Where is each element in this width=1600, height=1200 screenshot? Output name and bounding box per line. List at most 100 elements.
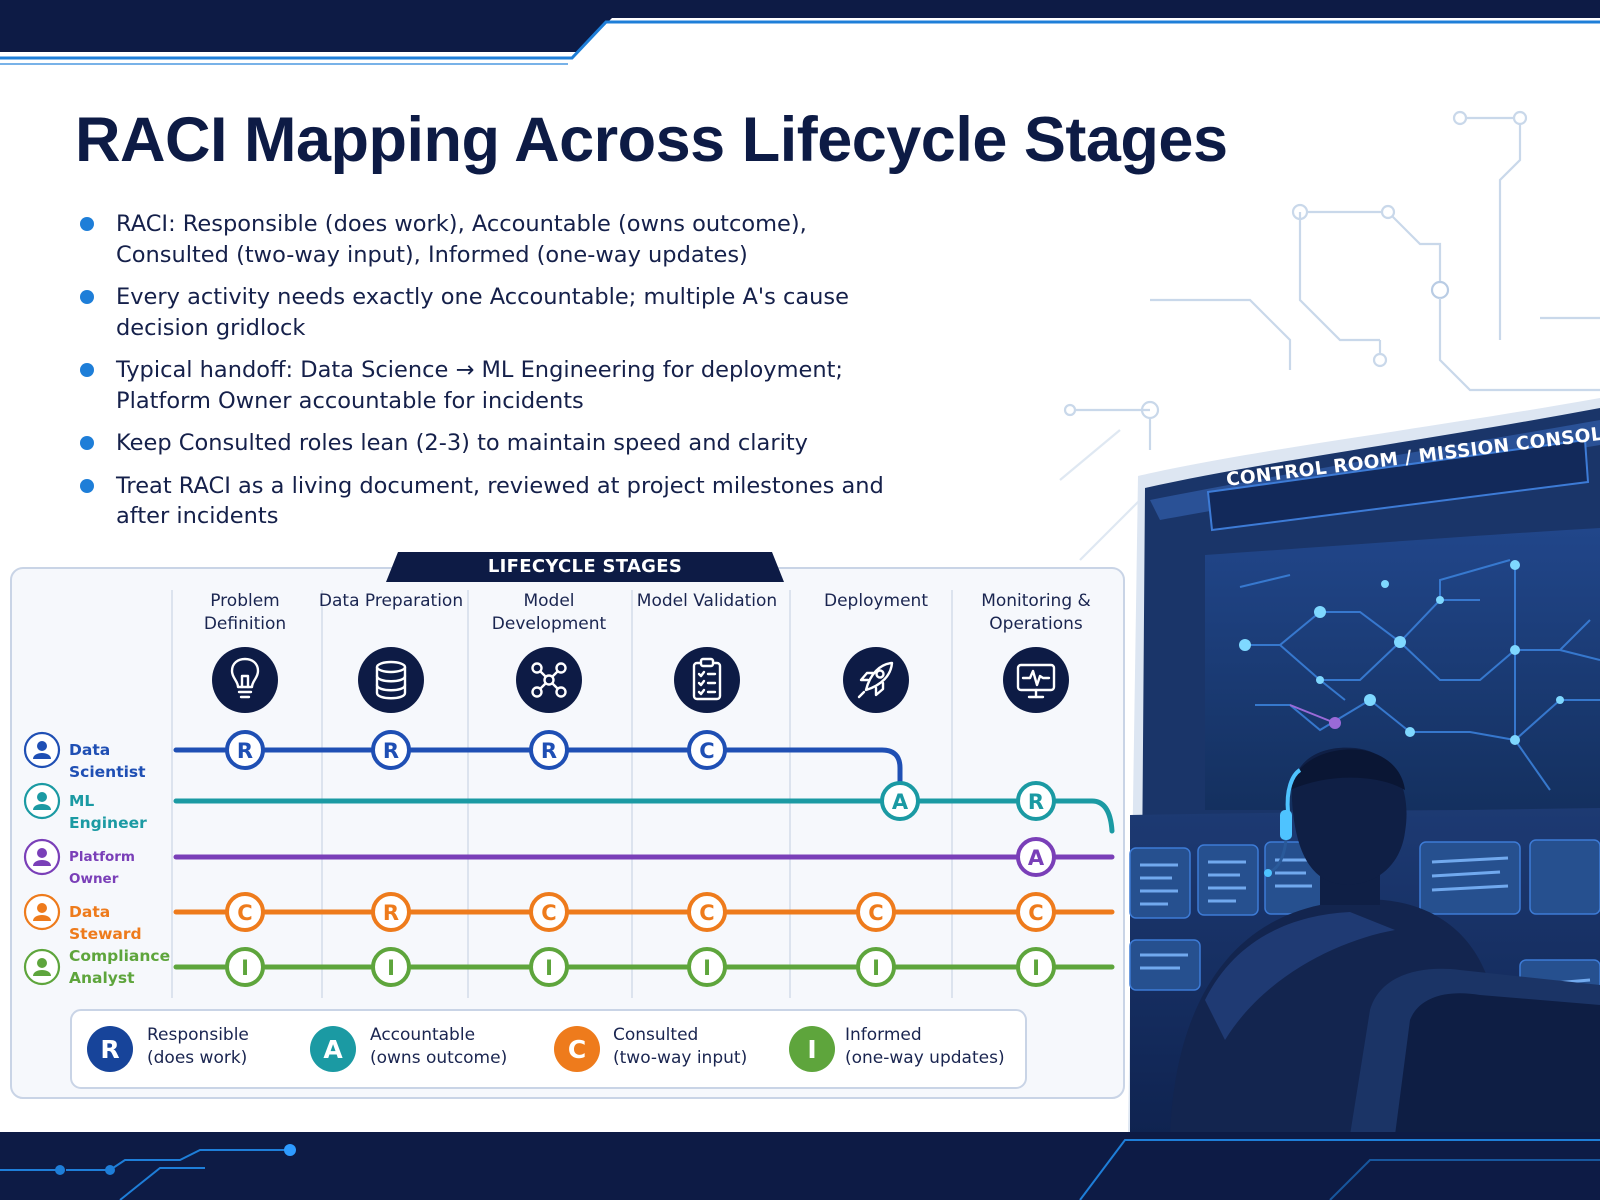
raci-marker-c: C [856, 892, 896, 932]
bullet-item: Typical handoff: Data Science → ML Engin… [78, 355, 908, 416]
svg-text:I: I [545, 956, 553, 980]
user-icon [23, 893, 61, 931]
raci-marker-i: I [529, 947, 569, 987]
network-nodes-icon [516, 647, 582, 713]
legend-description: (owns outcome) [370, 1048, 508, 1068]
role-label: Data Steward [69, 903, 142, 943]
raci-marker-i: I [1016, 947, 1056, 987]
legend-item: Consulted(two-way input) [613, 1024, 747, 1070]
stage-header-tab [386, 552, 784, 582]
rocket-icon [843, 647, 909, 713]
raci-marker-c: C [529, 892, 569, 932]
role-label: Data Scientist [69, 741, 146, 781]
bullet-text: Keep Consulted roles lean (2-3) to maint… [116, 430, 808, 456]
svg-text:A: A [323, 1035, 343, 1064]
user-icon [23, 838, 61, 876]
raci-marker-a: A [880, 781, 920, 821]
bullet-list: RACI: Responsible (does work), Accountab… [78, 209, 908, 544]
stage-label: Problem Definition [203, 591, 287, 634]
raci-marker-r: R [371, 730, 411, 770]
svg-text:I: I [241, 956, 249, 980]
control-room-illustration [1128, 398, 1600, 1135]
raci-grid [171, 590, 953, 998]
svg-text:R: R [100, 1035, 119, 1064]
lane-line [173, 747, 903, 786]
svg-text:C: C [699, 901, 714, 925]
svg-text:C: C [699, 739, 714, 763]
svg-text:A: A [892, 790, 909, 814]
raci-marker-c: C [687, 730, 727, 770]
user-icon [23, 782, 61, 820]
legend-badge-i: I [789, 1026, 835, 1072]
svg-text:I: I [703, 956, 711, 980]
svg-text:R: R [237, 739, 253, 763]
legend-item: Accountable (owns outcome) [370, 1024, 507, 1070]
clipboard-checklist-icon [674, 647, 740, 713]
legend-badge-a: A [310, 1026, 356, 1072]
stage-label: Model Development [491, 591, 607, 634]
raci-marker-r: R [225, 730, 265, 770]
lane-line [173, 798, 1115, 834]
raci-marker-r: R [371, 892, 411, 932]
stage-label: Data Preparation [318, 591, 464, 611]
bullet-dot [80, 478, 94, 493]
bullet-item: Every activity needs exactly one Account… [78, 282, 908, 343]
bullet-dot [80, 290, 94, 304]
bullet-text: Typical handoff: Data Science → ML Engin… [116, 357, 843, 414]
legend-label: Consulted [613, 1025, 699, 1045]
svg-text:I: I [872, 956, 880, 980]
svg-text:I: I [387, 956, 395, 980]
svg-text:C: C [868, 901, 883, 925]
svg-text:R: R [383, 739, 399, 763]
bullet-item: Treat RACI as a living document, reviewe… [78, 471, 908, 532]
svg-text:I: I [807, 1035, 816, 1064]
bullet-item: RACI: Responsible (does work), Accountab… [78, 209, 908, 270]
bullet-text: RACI: Responsible (does work), Accountab… [116, 211, 807, 268]
raci-marker-i: I [687, 947, 727, 987]
stage-icons [212, 647, 1069, 713]
bullet-text: Every activity needs exactly one Account… [116, 284, 849, 341]
bullet-text: Treat RACI as a living document, reviewe… [116, 472, 884, 530]
svg-text:R: R [541, 739, 557, 763]
raci-marker-i: I [225, 947, 265, 987]
stage-label: Deployment [824, 591, 928, 611]
legend-description: (one-way updates) [845, 1048, 1005, 1068]
legend-item: Responsible (does work) [147, 1024, 249, 1070]
raci-marker-i: I [856, 947, 896, 987]
legend-label: Responsible [147, 1025, 249, 1045]
legend-badge-c: C [554, 1026, 600, 1072]
svg-text:C: C [1028, 901, 1043, 925]
svg-text:R: R [383, 901, 399, 925]
bottom-banner [0, 1132, 1600, 1200]
raci-marker-c: C [1016, 892, 1056, 932]
svg-text:C: C [568, 1035, 586, 1064]
legend-description: (does work) [147, 1048, 248, 1068]
role-label: Compliance Analyst [69, 947, 171, 987]
lifecycle-stages-header: LIFECYCLE STAGES [487, 556, 683, 577]
role-label: Platform Owner [69, 849, 135, 887]
stage-label: Monitoring & Operations [981, 591, 1091, 634]
svg-text:A: A [1028, 846, 1045, 870]
raci-marker-a: A [1016, 837, 1056, 877]
raci-marker-i: I [371, 947, 411, 987]
monitor-pulse-icon [1003, 647, 1069, 713]
top-banner [0, 0, 1600, 65]
bullet-dot [80, 217, 94, 231]
bullet-item: Keep Consulted roles lean (2-3) to maint… [78, 428, 908, 459]
svg-text:C: C [541, 901, 556, 925]
legend-item: Informed (one-way updates) [845, 1024, 1005, 1070]
page-title: RACI Mapping Across Lifecycle Stages [75, 105, 1228, 175]
raci-marker-r: R [529, 730, 569, 770]
circuit-decoration [1059, 110, 1600, 561]
svg-text:C: C [237, 901, 252, 925]
legend-label: Accountable [370, 1025, 476, 1045]
legend-label: Informed [845, 1025, 922, 1045]
stage-label: Model Validation [636, 591, 778, 611]
raci-marker-c: C [225, 892, 265, 932]
